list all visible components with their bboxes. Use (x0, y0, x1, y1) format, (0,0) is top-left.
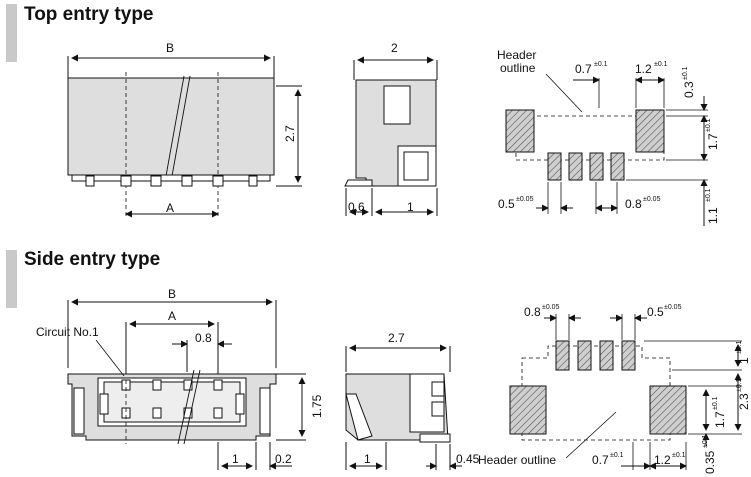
side-dim-b: B (168, 287, 176, 301)
top-dim-0-3: 0.3 (682, 81, 696, 98)
side-pad-right (649, 385, 687, 435)
side-entry-heading: Side entry type (24, 249, 161, 270)
top-dim-1-1: 1.1 (706, 207, 720, 224)
side-dim-1-2: 1.2 (654, 453, 671, 467)
top-header-label-2: outline (500, 61, 536, 75)
top-dim-height: 2.7 (283, 125, 297, 142)
top-dim-1: 1 (407, 200, 414, 214)
side-dim-1: 1 (232, 452, 239, 466)
top-tol-0-7: ±0.1 (594, 61, 608, 68)
top-tol-0-5: ±0.05 (516, 196, 534, 203)
side-pad-left (509, 385, 547, 435)
side-dim-0-8-pitch: 0.8 (524, 305, 541, 319)
top-dim-b: B (166, 41, 174, 55)
side-pcb-layout (509, 314, 742, 470)
side-dim-1-75: 1.75 (310, 394, 324, 418)
side-dim-0-5: 0.5 (647, 305, 664, 319)
side-dim-1-pcb: 1 (737, 357, 751, 364)
top-dim-0-7: 0.7 (575, 62, 592, 76)
side-header-outline-label: Header outline (478, 453, 556, 467)
side-front-view (67, 298, 306, 470)
top-dim-1-7: 1.7 (706, 133, 720, 150)
top-dim-0-5: 0.5 (498, 197, 515, 211)
top-tol-1-2: ±0.1 (654, 61, 668, 68)
side-dim-0-8: 0.8 (195, 331, 212, 345)
side-dim-1-7: 1.7 (713, 411, 727, 428)
side-tol-0-35: ±0.1 (702, 434, 709, 448)
top-side-view (344, 56, 438, 216)
top-dim-width-2: 2 (391, 41, 398, 55)
side-tol-1-7: ±0.1 (712, 396, 719, 410)
top-pad-left (505, 109, 535, 153)
side-tol-0-5: ±0.05 (664, 304, 682, 311)
top-header-label-1: Header (497, 48, 536, 62)
top-front-view (67, 54, 302, 218)
top-tol-1-7: ±0.1 (705, 118, 712, 132)
top-dim-0-6: 0.6 (348, 200, 365, 214)
top-pad-right (635, 109, 665, 153)
side-dim-2-3: 2.3 (737, 393, 751, 410)
side-tol-2-3: ±0.1 (736, 378, 743, 392)
side-dim-a: A (168, 309, 176, 323)
side-dim-1b: 1 (364, 452, 371, 466)
side-dim-0-7: 0.7 (592, 453, 609, 467)
side-dim-0-35: 0.35 (703, 450, 717, 474)
top-dim-0-8: 0.8 (625, 197, 642, 211)
top-tol-0-8: ±0.05 (643, 196, 661, 203)
side-section-bar (6, 250, 17, 308)
top-section-bar (6, 4, 17, 62)
side-tol-0-8: ±0.05 (542, 304, 560, 311)
side-dim-0-45: 0.45 (456, 452, 480, 466)
top-pcb-layout (505, 73, 708, 226)
top-tol-0-3: ±0.1 (682, 66, 689, 80)
top-dim-a: A (166, 201, 174, 215)
side-side-view (345, 344, 462, 470)
top-dim-1-2: 1.2 (635, 62, 652, 76)
side-tol-0-7: ±0.1 (610, 452, 624, 459)
side-dim-2-7: 2.7 (388, 331, 405, 345)
side-dim-0-2: 0.2 (275, 452, 292, 466)
side-tol-1: ±0.1 (736, 340, 743, 354)
side-tol-1-2: ±0.1 (672, 452, 686, 459)
top-tol-1-1: ±0.1 (705, 188, 712, 202)
side-circuit-label: Circuit No.1 (36, 325, 99, 339)
top-entry-heading: Top entry type (24, 4, 154, 25)
